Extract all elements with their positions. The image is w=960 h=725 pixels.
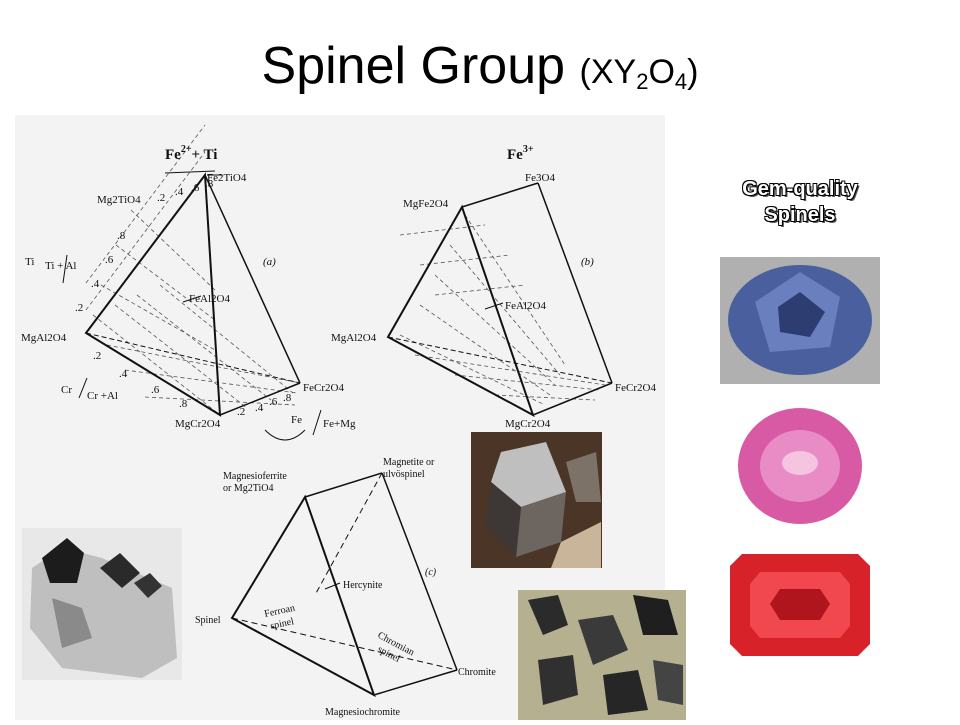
tick-left: .6 <box>105 254 114 266</box>
tick-front: .4 <box>119 368 128 380</box>
prism-c <box>230 472 458 698</box>
chromite-grains-photo <box>518 590 686 720</box>
tick-bottom: .6 <box>269 396 278 408</box>
header-a: Fe2++ Ti <box>165 144 217 163</box>
formula-sub-2: 4 <box>674 69 688 94</box>
header-b: Fe3+ <box>507 144 534 163</box>
tick-top: .8 <box>205 178 214 190</box>
label-feal2o4-a: FeAl2O4 <box>189 293 230 305</box>
pink-spinel-photo <box>720 388 880 538</box>
tick-front: .2 <box>93 350 101 362</box>
tick-bottom: .8 <box>283 392 292 404</box>
label-ferroan-spinel: spinel <box>269 616 295 632</box>
formula-sub-1: 2 <box>636 69 649 94</box>
formula-open: (XY <box>579 53 637 91</box>
prism-a-labels: Fe2++ Ti Mg2TiO4 Fe2TiO4 MgAl2O4 MgCr2O4… <box>21 144 356 430</box>
chromite-art <box>518 590 686 720</box>
blue-spinel-photo <box>720 257 880 384</box>
tick-top: .4 <box>175 186 184 198</box>
tag-a: (a) <box>263 256 276 268</box>
gem-caption: Gem-quality Spinels <box>700 176 900 228</box>
tick-top: .6 <box>191 182 200 194</box>
label-magnesioferrite: Magnesioferrite <box>223 471 287 482</box>
tick-front: .8 <box>179 398 188 410</box>
label-magnesiochromite: Magnesiochromite <box>325 707 401 718</box>
label-chromite: Chromite <box>458 667 496 678</box>
tag-c: (c) <box>425 567 437 578</box>
page-title: Spinel Group (XY2O4) <box>0 36 960 96</box>
label-fecr2o4-a: FeCr2O4 <box>303 382 344 394</box>
label-mgcr2o4-b: MgCr2O4 <box>505 418 551 430</box>
tag-b: (b) <box>581 256 594 268</box>
tick-left: .2 <box>75 302 83 314</box>
label-fecr2o4-b: FeCr2O4 <box>615 382 656 394</box>
label-fe3o4: Fe3O4 <box>525 172 555 184</box>
axis-fe-num: Fe <box>291 414 302 426</box>
gem-caption-line-1: Gem-quality <box>742 178 858 200</box>
magnetite-art <box>471 432 602 568</box>
tick-left: .8 <box>117 230 126 242</box>
label-ulvospinel: ulvöspinel <box>383 469 425 480</box>
formula-close: ) <box>687 53 699 91</box>
label-mgcr2o4-a: MgCr2O4 <box>175 418 221 430</box>
pink-gem-art <box>720 388 880 538</box>
label-hercynite: Hercynite <box>343 580 383 591</box>
axis-cr-den: Cr +Al <box>87 390 118 402</box>
label-mgfe2o4: MgFe2O4 <box>403 198 449 210</box>
label-fe2tio4: Fe2TiO4 <box>207 172 247 184</box>
label-magnetite: Magnetite or <box>383 457 435 468</box>
blue-gem-art <box>720 257 880 384</box>
label-mgal2o4-a: MgAl2O4 <box>21 332 67 344</box>
bw-crystal-art <box>22 528 182 680</box>
label-spinel: Spinel <box>195 615 221 626</box>
axis-fe-den: Fe+Mg <box>323 418 356 430</box>
axis-cr-num: Cr <box>61 384 72 396</box>
title-main: Spinel Group <box>261 37 566 95</box>
magnetite-crystal-photo <box>471 432 602 568</box>
title-formula: (XY2O4) <box>579 53 699 94</box>
label-mgal2o4-b: MgAl2O4 <box>331 332 377 344</box>
spinel-prisms: Fe2++ Ti Mg2TiO4 Fe2TiO4 MgAl2O4 MgCr2O4… <box>21 124 656 718</box>
tick-front: .6 <box>151 384 160 396</box>
tick-bottom: .2 <box>237 406 245 418</box>
red-spinel-photo <box>720 544 880 665</box>
label-feal2o4-b: FeAl2O4 <box>505 300 546 312</box>
label-or-mg2tio4: or Mg2TiO4 <box>223 483 273 494</box>
tick-left: .4 <box>91 278 100 290</box>
prism-b-labels: Fe3+ MgFe2O4 Fe3O4 MgAl2O4 MgCr2O4 FeCr2… <box>331 144 656 430</box>
prism-c-labels: Magnesioferrite or Mg2TiO4 Magnetite or … <box>195 457 496 718</box>
formula-o: O <box>648 53 675 91</box>
tick-top: .2 <box>157 192 165 204</box>
axis-ti-den: Ti + Al <box>45 260 77 272</box>
tick-bottom: .4 <box>255 402 264 414</box>
label-mg2tio4: Mg2TiO4 <box>97 194 141 206</box>
red-gem-art <box>720 544 880 665</box>
spinel-crystal-bw-photo <box>22 528 182 680</box>
prism-b <box>386 182 613 418</box>
axis-ti-num: Ti <box>25 256 34 268</box>
gem-caption-line-2: Spinels <box>764 204 836 226</box>
prism-a <box>62 124 322 441</box>
